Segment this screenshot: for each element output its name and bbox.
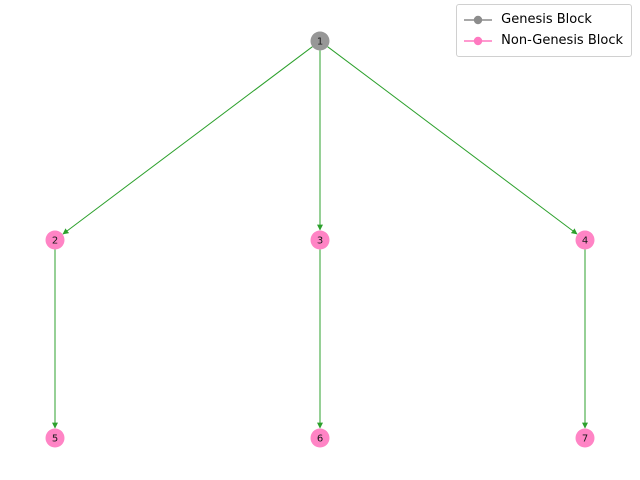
legend-item-genesis: Genesis Block <box>463 9 623 30</box>
node-circle-2 <box>45 230 65 250</box>
node-label-4: 4 <box>582 236 588 247</box>
legend-marker-genesis-icon <box>464 15 493 24</box>
node-3: 3 <box>310 230 330 250</box>
node-label-5: 5 <box>52 434 58 445</box>
legend-label-non-genesis: Non-Genesis Block <box>501 33 623 48</box>
node-1: 1 <box>310 31 330 51</box>
node-label-1: 1 <box>317 37 323 48</box>
legend: Genesis Block Non-Genesis Block <box>456 4 632 57</box>
legend-item-non-genesis: Non-Genesis Block <box>463 30 623 51</box>
node-2: 2 <box>45 230 65 250</box>
node-circle-4 <box>575 230 595 250</box>
node-circle-5 <box>45 428 65 448</box>
node-6: 6 <box>310 428 330 448</box>
node-circle-6 <box>310 428 330 448</box>
legend-marker-non-genesis-icon <box>464 36 493 45</box>
node-5: 5 <box>45 428 65 448</box>
node-label-6: 6 <box>317 434 323 445</box>
node-label-3: 3 <box>317 236 323 247</box>
legend-label-genesis: Genesis Block <box>501 12 592 27</box>
node-4: 4 <box>575 230 595 250</box>
node-label-7: 7 <box>582 434 588 445</box>
edges <box>52 46 588 429</box>
node-label-2: 2 <box>52 236 58 247</box>
node-circle-1 <box>310 31 330 51</box>
edge-1-4 <box>327 46 578 235</box>
edge-1-2 <box>62 46 313 235</box>
node-circle-3 <box>310 230 330 250</box>
node-circle-7 <box>575 428 595 448</box>
nodes: 1 2 3 4 5 6 7 <box>45 31 595 448</box>
node-7: 7 <box>575 428 595 448</box>
